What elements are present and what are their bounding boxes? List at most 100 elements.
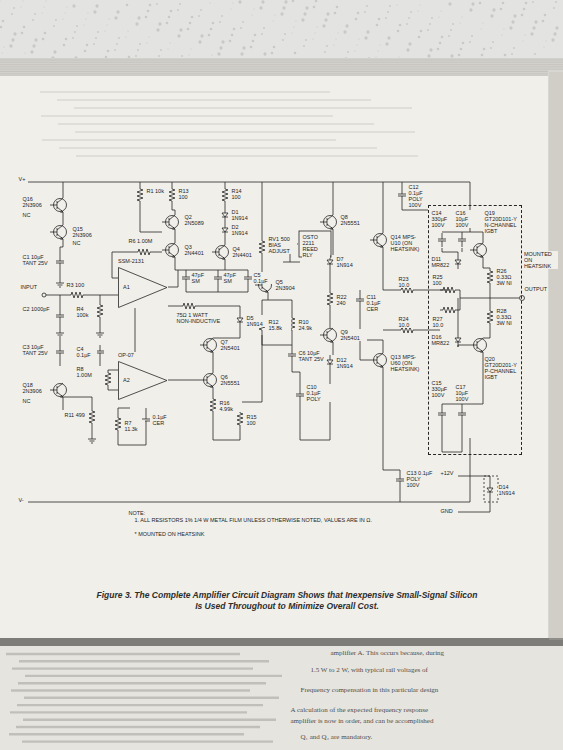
wall-texture [274,14,275,15]
wall-texture [418,36,421,39]
transistor-symbol [200,373,217,387]
part-label: R23 10.0 [398,276,419,288]
wall-texture [312,38,313,39]
figure-caption: Figure 3. The Complete Amplifier Circuit… [92,590,482,611]
wall-texture [379,44,380,45]
signal-wire [135,308,136,352]
wall-texture [208,34,211,37]
wall-texture [385,17,387,19]
part-label: Q4 2N4401 [232,246,259,258]
wall-texture [314,32,315,33]
page-edge [0,58,563,78]
part-label: R8 1.00M [76,366,99,378]
wall-texture [524,34,525,35]
wall-texture [502,2,505,5]
wall-texture [191,16,194,19]
wall-texture [200,9,202,11]
ground-symbol [56,330,64,337]
part-label: OSTO 2211 REED RLY [302,234,330,258]
wall-texture [483,48,486,51]
wall-texture [74,31,76,33]
wall-texture [534,53,536,55]
wall-texture [397,30,400,33]
wall-texture [335,38,336,39]
page-edge-lines [0,66,563,67]
capacitor-symbol [214,271,222,285]
wall-texture [32,44,35,47]
wall-texture [233,28,236,31]
part-label: Q5 2N3904 [275,279,302,291]
wall-texture [469,41,471,43]
part-label: R15 100 [246,414,265,426]
part-label: INPUT [20,284,38,290]
part-label: D16 MR822 [431,334,454,346]
part-label: 75Ω 1 WATT NON-INDUCTIVE [176,312,223,324]
page-text: amplifier is now in order, and can be ac… [290,718,434,726]
wall-texture [396,4,397,5]
wall-texture [291,32,292,33]
part-label: Q3 2N4401 [184,244,211,256]
ground-symbol [96,330,104,337]
wall-texture [513,14,516,17]
wall-texture [429,48,432,51]
wall-texture [406,23,408,25]
part-label: Q15 2N3906 [72,226,101,238]
wall-texture [95,37,97,39]
wall-texture [21,32,24,35]
wall-texture [284,0,287,3]
capacitor-symbol [398,188,406,202]
wall-texture [378,18,381,21]
wall-texture [22,0,23,1]
wall-texture [242,46,245,49]
show-through-text [40,91,330,93]
wall-texture [105,56,108,59]
wall-texture [158,22,161,25]
wall-texture [229,40,232,43]
wall-texture [44,32,47,35]
wall-texture [209,2,210,3]
ground-symbol [56,280,104,443]
wall-texture [212,22,215,25]
show-through-text [58,123,374,125]
part-label: R6 1.00M [128,238,159,244]
part-label: C2 1000pF [22,306,51,312]
part-label: Q14 MPS-U10 (ON HEATSINK) [390,234,423,252]
wall-texture [93,43,95,45]
wall-texture [450,29,452,31]
wall-texture [364,11,366,13]
wall-texture [521,14,524,17]
part-label: R4 100k [76,306,97,318]
part-label: 47pF SM [223,272,242,284]
part-label: R28 0.33Ω 3W NI [496,308,521,326]
wall-texture [200,34,203,37]
part-label: C6 10µF TANT 25V [298,350,325,362]
wall-texture [263,52,266,55]
wall-texture [217,52,220,55]
wall-texture [259,6,262,9]
wall-texture [525,2,528,5]
wall-texture [170,10,173,13]
part-label: C11 0.1µF CER [366,294,389,312]
show-through-text [75,131,415,133]
page-text: A calculation of the expected frequency … [290,707,429,715]
show-through-text [74,107,412,109]
part-label: R16 4.99k [219,400,242,412]
transistor-symbol [162,243,179,257]
wall-texture [438,16,439,17]
show-through-text [76,155,418,157]
wall-texture [72,4,75,7]
diode-symbol [222,208,493,497]
diode-symbol [222,223,228,237]
wall-texture [458,54,461,57]
resistor-symbol [440,287,460,293]
wall-texture [72,37,74,39]
page-edge-lines [0,69,563,70]
wall-texture [3,46,4,47]
part-label: 47pF SM [191,272,210,284]
show-through-text [41,115,333,117]
part-label: Q18 2N3906 [22,382,49,394]
wall-texture [469,8,472,11]
diode-symbol [487,483,493,497]
lower-page-text [16,726,260,728]
wall-texture [9,44,12,47]
